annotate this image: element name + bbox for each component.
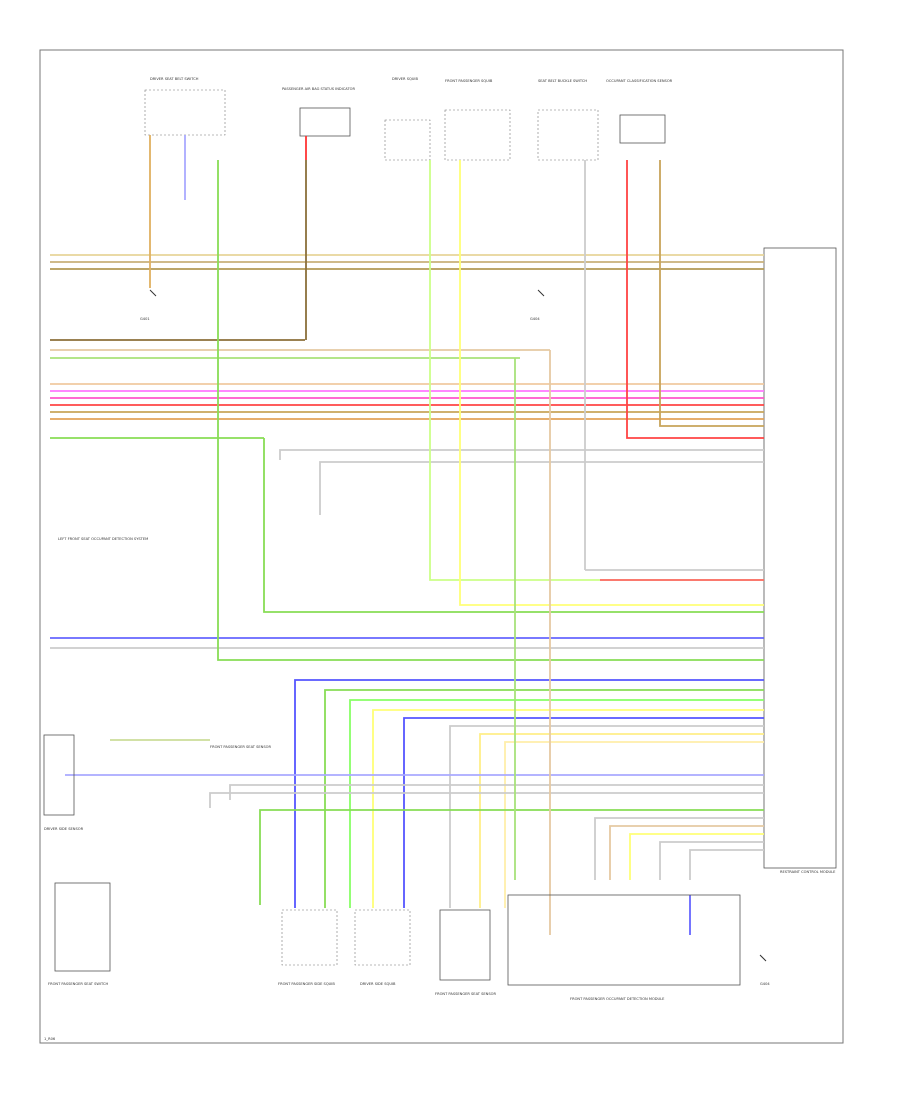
- rear-sensor-label: FRONT PASSENGER SEAT SENSOR: [435, 992, 496, 996]
- front-passenger-squib-box: [444, 109, 511, 161]
- left-side-text: LEFT FRONT SEAT OCCUPANT DETECTION SYSTE…: [58, 537, 148, 541]
- bus-wires: [50, 135, 764, 935]
- ground-right-label: G404: [530, 317, 540, 321]
- front-passenger-squib-label: FRONT PASSENGER SQUIB: [445, 79, 493, 83]
- bottom-components: FRONT PASSENGER SIDE SQUIB DRIVER SIDE S…: [278, 894, 770, 1001]
- seat-belt-buckle-label: SEAT BELT BUCKLE SWITCH: [538, 79, 587, 83]
- driver-side-squib-box: [354, 909, 411, 966]
- ground-right: G404: [530, 289, 545, 321]
- occupant-class-sensor-label: OCCUPANT CLASSIFICATION SENSOR: [606, 79, 673, 83]
- footer-code: 1_R06: [44, 1037, 56, 1041]
- rear-sensor-box: [439, 909, 491, 981]
- front-passenger-seat-sensor-label: FRONT PASSENGER SEAT SENSOR: [210, 745, 271, 749]
- restraint-module-box: [763, 247, 837, 869]
- seat-belt-buckle-box: [537, 109, 599, 161]
- ground-left: G401: [140, 289, 157, 321]
- passenger-air-bag-indicator-label: PASSENGER AIR BAG STATUS INDICATOR: [282, 87, 355, 91]
- ground-left-label: G401: [140, 317, 150, 321]
- ground-bottom-label: G404: [760, 982, 770, 986]
- top-components: DRIVER SEAT BELT SWITCH PASSENGER AIR BA…: [144, 77, 673, 161]
- left-upper-switch: [43, 734, 75, 816]
- left-components: LEFT FRONT SEAT OCCUPANT DETECTION SYSTE…: [43, 537, 271, 986]
- front-passenger-seat-switch-box: [54, 882, 111, 972]
- restraint-module-label: RESTRAINT CONTROL MODULE: [780, 870, 836, 874]
- driver-seat-belt-switch-box: [144, 89, 226, 136]
- driver-side-sensor-label: DRIVER SIDE SENSOR: [44, 827, 84, 831]
- front-passenger-seat-switch-label: FRONT PASSENGER SEAT SWITCH: [48, 982, 108, 986]
- passenger-air-bag-indicator-box: [299, 107, 351, 137]
- passenger-occupant-module-label: FRONT PASSENGER OCCUPANT DETECTION MODUL…: [570, 997, 665, 1001]
- front-passenger-side-squib-label: FRONT PASSENGER SIDE SQUIB: [278, 982, 335, 986]
- driver-seat-belt-switch-label: DRIVER SEAT BELT SWITCH: [150, 77, 199, 81]
- front-passenger-side-squib-box: [281, 909, 338, 966]
- passenger-occupant-module-box: [507, 894, 741, 986]
- driver-squib-label: DRIVER SQUIB: [392, 77, 418, 81]
- driver-side-squib-label: DRIVER SIDE SQUIB: [360, 982, 396, 986]
- diagram-frame: [39, 49, 844, 1044]
- occupant-class-sensor-box: [619, 114, 666, 144]
- driver-squib-box: [384, 119, 431, 161]
